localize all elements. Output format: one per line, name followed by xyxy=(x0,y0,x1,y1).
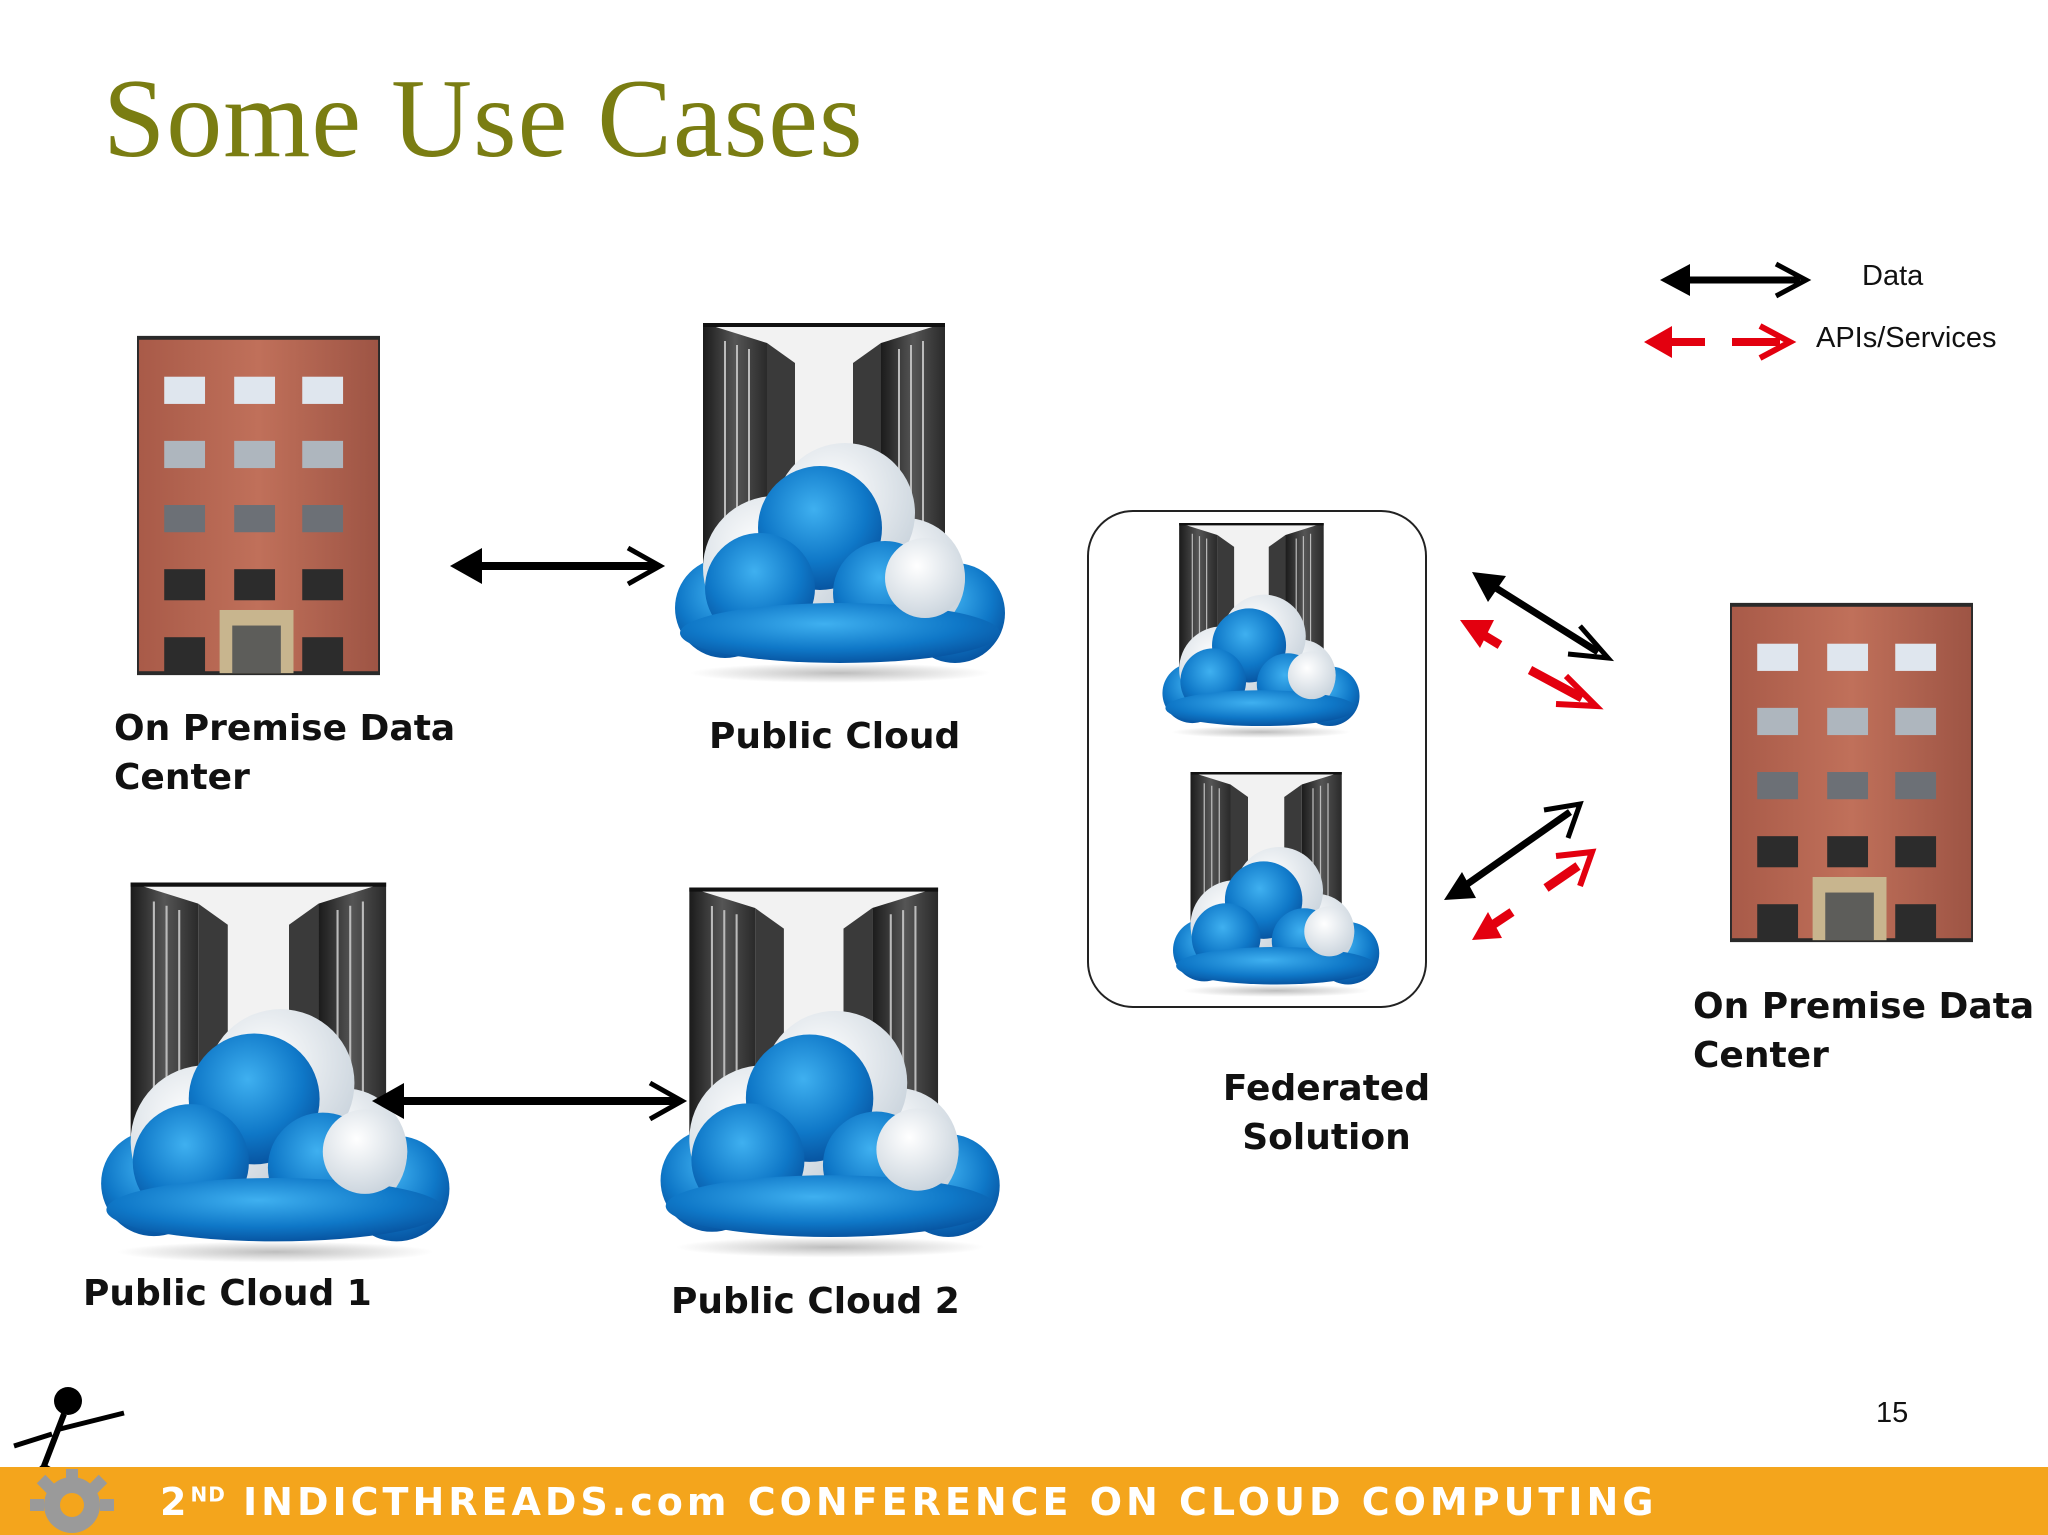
legend-api-arrow xyxy=(1644,323,1797,361)
label-on-premise-right: On Premise Data Center xyxy=(1693,986,2035,1076)
label-public-cloud: Public Cloud xyxy=(709,716,961,757)
server-cloud-icon-public-2 xyxy=(659,886,1001,1259)
federated-solution-box xyxy=(1087,510,1427,1008)
legend-data-arrow xyxy=(1660,261,1812,299)
label-public-cloud-1: Public Cloud 1 xyxy=(83,1273,372,1314)
data-arrow-federated-top xyxy=(1472,572,1615,662)
building-icon-left xyxy=(137,335,380,676)
data-arrow-top xyxy=(450,545,666,587)
legend-data-label: Data xyxy=(1862,260,1924,292)
building-icon-right xyxy=(1730,602,1973,943)
server-cloud-icon-public xyxy=(673,321,1007,685)
gear-icon xyxy=(30,1469,114,1533)
label-public-cloud-2: Public Cloud 2 xyxy=(671,1281,960,1322)
legend-api-label: APIs/Services xyxy=(1816,322,1997,354)
data-arrow-bottom xyxy=(372,1080,688,1122)
api-arrow-federated-top xyxy=(1460,620,1604,710)
footer-bar xyxy=(0,1467,2048,1535)
page-number: 15 xyxy=(1876,1397,1909,1429)
footer-conference-text: 2ND INDICTHREADS.com CONFERENCE ON CLOUD… xyxy=(160,1480,1658,1524)
label-federated-solution: Federated Solution xyxy=(1222,1068,1431,1158)
slide-title: Some Use Cases xyxy=(103,57,864,181)
data-arrow-federated-bottom xyxy=(1444,800,1584,900)
label-on-premise-left: On Premise Data Center xyxy=(114,708,456,798)
api-arrow-federated-bottom xyxy=(1472,848,1597,940)
server-cloud-icon-public-1 xyxy=(100,881,451,1264)
